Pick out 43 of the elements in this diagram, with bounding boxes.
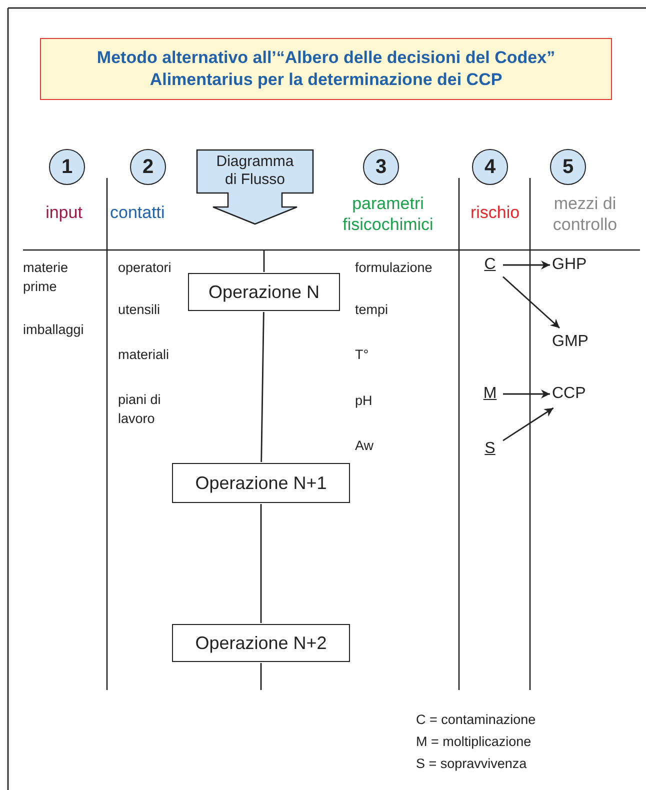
risk-letter: C xyxy=(479,252,501,278)
control-measure-text: GMP xyxy=(552,329,598,355)
risk-letter: M xyxy=(479,381,501,407)
list-item: materiali xyxy=(118,346,170,364)
list-item: pH xyxy=(355,392,372,410)
arrow xyxy=(502,276,560,329)
block-arrow: Diagramma di Flusso xyxy=(196,149,314,225)
list-item: piani di lavoro xyxy=(118,391,162,428)
list-item: T° xyxy=(355,346,369,364)
list-item: formulazione xyxy=(355,259,432,277)
arrow xyxy=(503,260,550,270)
connector-line xyxy=(260,504,262,623)
list-item: materie prime xyxy=(23,259,70,296)
control-measure-text: GHP xyxy=(552,252,598,278)
list-item: tempi xyxy=(355,301,388,319)
arrow xyxy=(502,407,554,442)
step-number-circle: 1 xyxy=(49,149,85,185)
column-heading: input xyxy=(44,202,84,223)
column-heading: mezzi di controllo xyxy=(552,193,618,235)
legend-note: C = contaminazione xyxy=(416,711,536,729)
legend-note: S = sopravvivenza xyxy=(416,755,527,773)
process-box: Operazione N+1 xyxy=(172,463,350,503)
connector-line xyxy=(263,250,265,272)
column-heading: rischio xyxy=(469,202,521,223)
step-number-circle: 3 xyxy=(363,149,399,185)
arrow xyxy=(503,390,550,398)
list-item: operatori xyxy=(118,259,172,277)
connector-line xyxy=(260,663,262,690)
risk-letter: S xyxy=(479,436,501,462)
process-box: Operazione N+2 xyxy=(172,624,350,662)
step-number-circle: 4 xyxy=(472,149,508,185)
list-item: imballaggi xyxy=(23,321,84,339)
legend-note: M = moltiplicazione xyxy=(416,733,532,751)
column-heading: parametri fisicochimici xyxy=(342,193,434,235)
title-banner: Metodo alternativo all’“Albero delle decisioni del Codex” Alimentarius per la determinazione dei CCP xyxy=(40,38,612,100)
list-item: utensili xyxy=(118,301,160,319)
column-heading: contatti xyxy=(110,202,165,223)
control-measure-text: CCP xyxy=(552,381,598,407)
step-number-circle: 2 xyxy=(130,149,166,185)
list-item: Aw xyxy=(355,437,374,455)
connector-line xyxy=(260,312,264,462)
step-number-circle: 5 xyxy=(550,149,586,185)
process-box: Operazione N xyxy=(188,273,340,311)
